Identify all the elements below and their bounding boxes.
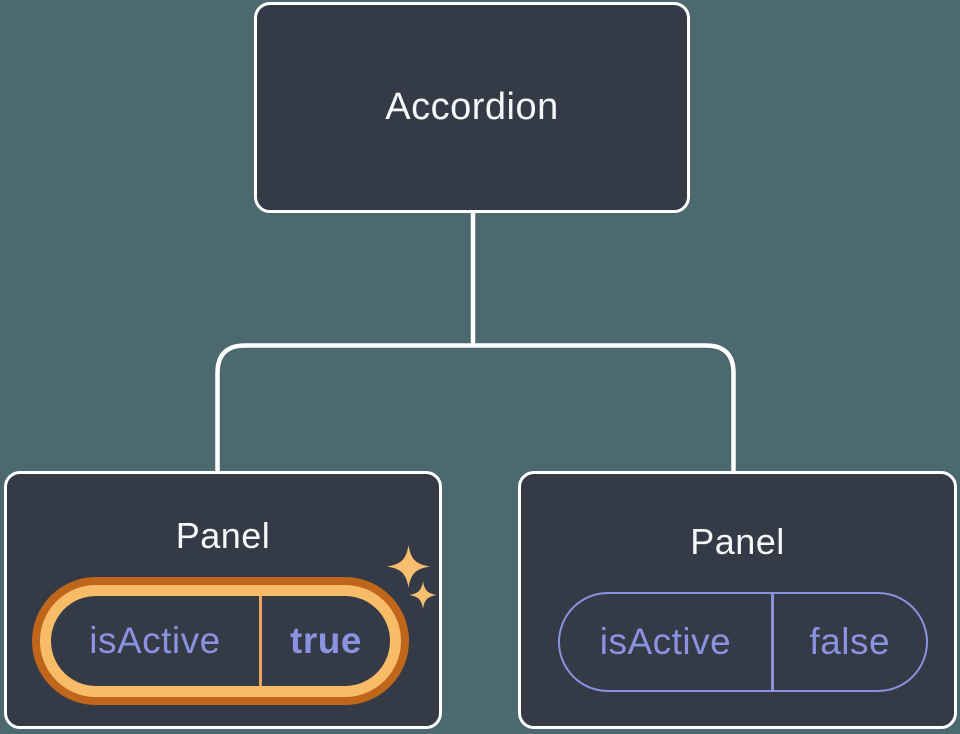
prop-divider	[771, 594, 774, 690]
prop-value: true	[290, 620, 362, 661]
prop-name: isActive	[599, 621, 732, 662]
prop-value: false	[809, 621, 891, 662]
prop-name: isActive	[89, 620, 221, 661]
connector-bracket	[215, 343, 736, 471]
prop-pill-core: isActive true	[51, 596, 390, 686]
panel-label: Panel	[175, 515, 271, 556]
panel-label: Panel	[690, 521, 785, 562]
sparkle-icon-small	[409, 581, 437, 609]
prop-pill-highlighted: isActive true	[32, 577, 409, 705]
prop-pill: isActive false	[558, 592, 928, 692]
node-panel-active: Panel isActive true	[4, 471, 442, 729]
accordion-node-label: Accordion	[385, 86, 559, 128]
node-panel-inactive: Panel isActive false	[518, 471, 957, 729]
node-accordion: Accordion	[254, 2, 690, 213]
prop-divider	[259, 596, 262, 686]
